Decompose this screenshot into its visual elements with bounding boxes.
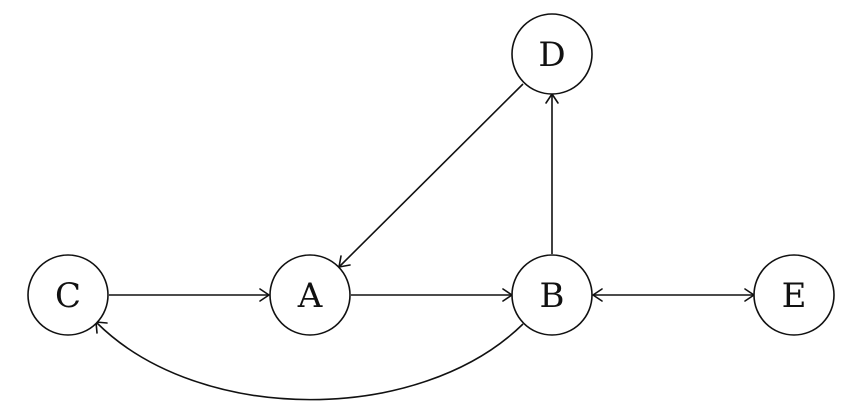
node-e-label: E <box>782 276 807 316</box>
edge-b-to-c-curved <box>96 322 524 401</box>
node-c-label: C <box>55 276 81 316</box>
node-c: C <box>27 254 109 336</box>
node-b: B <box>511 254 593 336</box>
edge-d-to-a <box>339 83 524 267</box>
node-b-label: B <box>540 276 565 316</box>
node-d: D <box>511 13 593 95</box>
node-a-circle <box>269 254 351 336</box>
node-d-circle <box>511 13 593 95</box>
node-a: A <box>269 254 351 336</box>
arrowhead-at-b-from-e <box>592 288 603 302</box>
node-e-circle <box>753 254 835 336</box>
arrowhead-at-a-from-c <box>259 288 270 302</box>
node-c-circle <box>27 254 109 336</box>
node-b-circle <box>511 254 593 336</box>
edges <box>95 83 755 401</box>
node-a-label: A <box>297 276 323 316</box>
node-e: E <box>753 254 835 336</box>
node-d-label: D <box>538 35 565 75</box>
